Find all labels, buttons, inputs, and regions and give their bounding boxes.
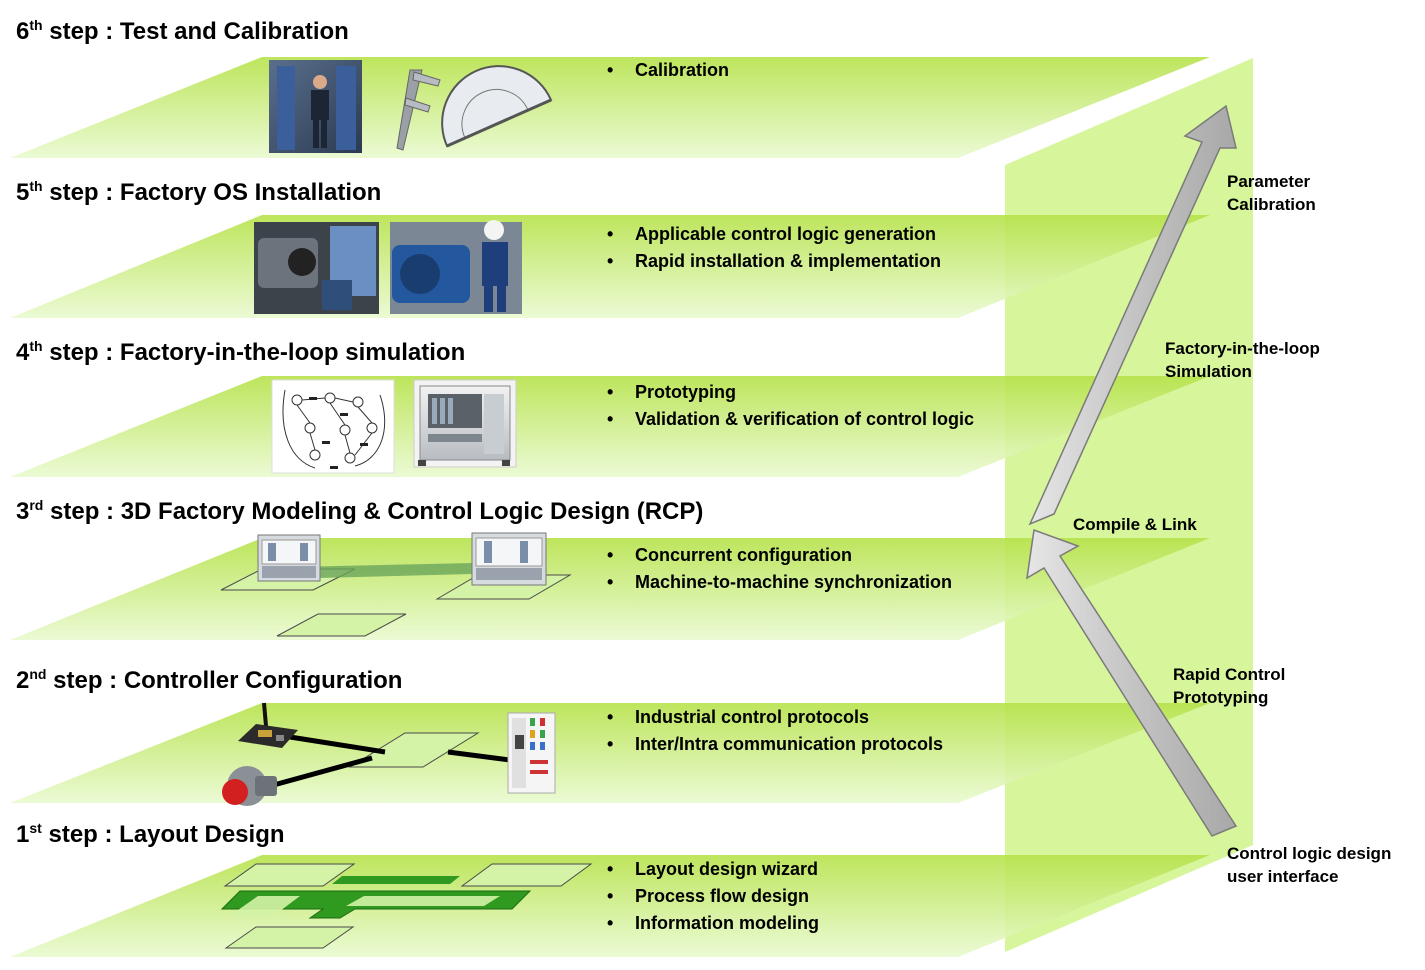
bullet-item: Inter/Intra communication protocols	[607, 731, 943, 758]
wireless-controller-board	[238, 702, 298, 748]
engineer-at-motor-photo	[390, 220, 522, 314]
factory-machine-model	[471, 532, 547, 586]
bullet-item: Validation & verification of control log…	[607, 406, 974, 433]
factory-layout-model	[220, 532, 572, 637]
label-factory-in-the-loop: Factory-in-the-loop Simulation	[1165, 339, 1320, 381]
bullet-item: Concurrent configuration	[607, 542, 952, 569]
bullet-item: Process flow design	[607, 883, 819, 910]
label-control-logic-ui: Control logic design user interface	[1227, 844, 1392, 886]
label-parameter-calibration: Parameter Calibration	[1227, 172, 1316, 214]
protractor-icon	[441, 65, 553, 148]
emergency-button-icon	[222, 766, 277, 806]
step-6-title: 6th step : Test and Calibration	[16, 17, 349, 45]
label-compile-link: Compile & Link	[1073, 515, 1197, 534]
motor-coupling-photo	[254, 222, 379, 314]
step-1-bullets: Layout design wizard Process flow design…	[607, 856, 819, 937]
bullet-item: Information modeling	[607, 910, 819, 937]
petri-net-diagram	[271, 379, 395, 474]
layout-blocks-schema	[220, 863, 593, 949]
step-1-title: 1st step : Layout Design	[16, 820, 285, 848]
step-4-bullets: Prototyping Validation & verification of…	[607, 379, 974, 433]
bullet-item: Machine-to-machine synchronization	[607, 569, 952, 596]
simulator-cabinet-photo	[413, 379, 517, 468]
step-4-title: 4th step : Factory-in-the-loop simulatio…	[16, 338, 466, 366]
controller-network-schema	[269, 732, 511, 789]
step-3-bullets: Concurrent configuration Machine-to-mach…	[607, 542, 952, 596]
bullet-item: Calibration	[607, 57, 729, 84]
arrow-compile-to-calibration	[1028, 104, 1237, 526]
arrow-rapid-control-to-compile	[1026, 528, 1238, 837]
factory-machine-model	[257, 534, 321, 582]
technician-at-test-rig-photo	[269, 60, 362, 153]
caliper-icon	[396, 69, 441, 151]
bullet-item: Applicable control logic generation	[607, 221, 941, 248]
bullet-item: Layout design wizard	[607, 856, 819, 883]
bullet-item: Rapid installation & implementation	[607, 248, 941, 275]
step-3-title: 3rd step : 3D Factory Modeling & Control…	[16, 497, 704, 525]
plc-io-module-photo	[507, 712, 556, 794]
step-5-bullets: Applicable control logic generation Rapi…	[607, 221, 941, 275]
step-5-title: 5th step : Factory OS Installation	[16, 178, 382, 206]
step-2-bullets: Industrial control protocols Inter/Intra…	[607, 704, 943, 758]
label-rapid-control-prototyping: Rapid Control Prototyping	[1173, 665, 1286, 707]
bullet-item: Industrial control protocols	[607, 704, 943, 731]
step-6-bullets: Calibration	[607, 57, 729, 84]
bullet-item: Prototyping	[607, 379, 974, 406]
step-2-title: 2nd step : Controller Configuration	[16, 666, 403, 694]
